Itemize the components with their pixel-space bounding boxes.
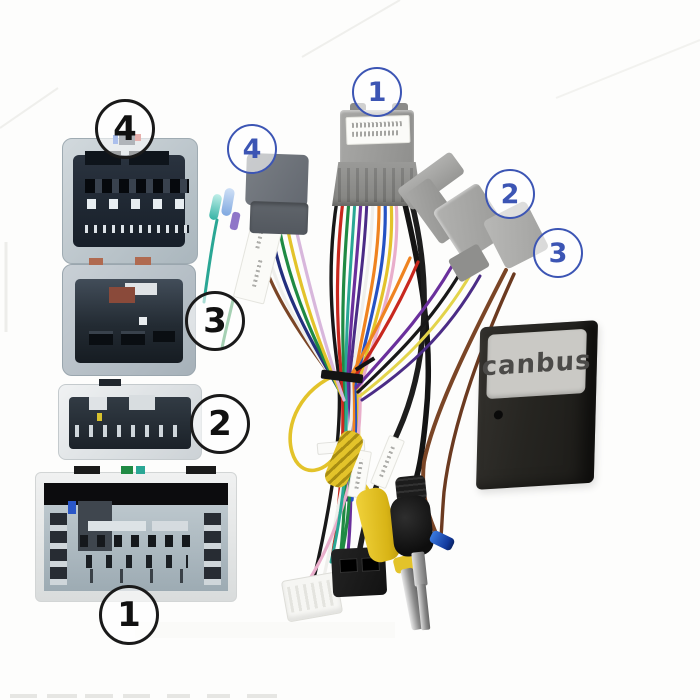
connector-1-pin-row-a: [80, 535, 192, 547]
callout-harness-4: 4: [227, 124, 277, 174]
callout-photo-3: 3: [185, 291, 245, 351]
quadlock-slot-a: [339, 558, 359, 573]
callout-harness-1-label: 1: [367, 76, 387, 108]
connector-4-pin-row-upper: [85, 179, 189, 193]
connector-photo-1: [35, 466, 237, 602]
connector-3-slot-c: [153, 331, 175, 342]
connector-2-notch-a: [89, 397, 107, 410]
connector-3-reflection-copper: [109, 287, 135, 303]
connector-photo-3: [62, 257, 196, 376]
connector-photo-2: [58, 379, 202, 460]
callout-photo-2-label: 2: [208, 404, 232, 444]
connector-3-slot-b: [121, 331, 145, 345]
callout-photo-2: 2: [190, 394, 250, 454]
connector-1-clips-left: [50, 513, 67, 585]
callout-photo-1: 1: [99, 585, 159, 645]
main-connector-sticker: [345, 114, 411, 146]
canbus-box: canbus: [475, 320, 599, 490]
callout-harness-2-label: 2: [500, 178, 520, 210]
callout-photo-3-label: 3: [203, 301, 227, 341]
canbus-box-label: canbus: [481, 328, 592, 400]
connector-4-pin-row-white: [87, 199, 187, 209]
connector-1-pin-stems: [90, 569, 186, 583]
callout-photo-1-label: 1: [117, 595, 141, 635]
callout-harness-1: 1: [352, 67, 402, 117]
connector-2-notch-b: [129, 395, 155, 410]
connector-1-clips-right: [204, 513, 221, 585]
connector-1-wire-bit-black-a: [74, 466, 100, 474]
antenna-plug-body: [388, 494, 436, 558]
callout-harness-4-label: 4: [242, 133, 262, 165]
connector-1-pin-row-b: [86, 555, 188, 568]
connector-3-copper-mark-b: [135, 257, 151, 265]
main-connector-tab-b: [392, 103, 408, 113]
callout-harness-2: 2: [485, 169, 535, 219]
connector-4-pin-strip-lower: [85, 225, 189, 233]
callout-photo-4-label: 4: [113, 109, 137, 149]
connector-3-slot-a: [89, 331, 113, 345]
connector-2-top-mark: [99, 379, 121, 386]
connector-1-bar-white-a: [88, 521, 146, 531]
harness-connector-4-lower: [249, 200, 309, 236]
connector-1-top-strip: [44, 483, 228, 505]
connector-2-pin-yellow: [97, 413, 102, 421]
connector-3-pin-white: [139, 317, 147, 325]
canbus-box-hole: [493, 410, 503, 420]
connector-3-copper-mark-a: [89, 258, 103, 265]
connector-1-wire-bit-teal: [136, 466, 145, 474]
connector-1-wire-bit-black-b: [186, 466, 216, 474]
connector-1-bar-white-b: [152, 521, 188, 531]
callout-harness-3: 3: [533, 228, 583, 278]
connector-1-wire-bit-green: [121, 466, 133, 474]
callout-photo-4: 4: [95, 99, 155, 159]
multipin-ridges: [286, 579, 337, 613]
connector-2-pin-row: [75, 425, 185, 437]
connector-1-sliver-blue: [68, 501, 76, 514]
callout-harness-3-label: 3: [548, 237, 568, 269]
